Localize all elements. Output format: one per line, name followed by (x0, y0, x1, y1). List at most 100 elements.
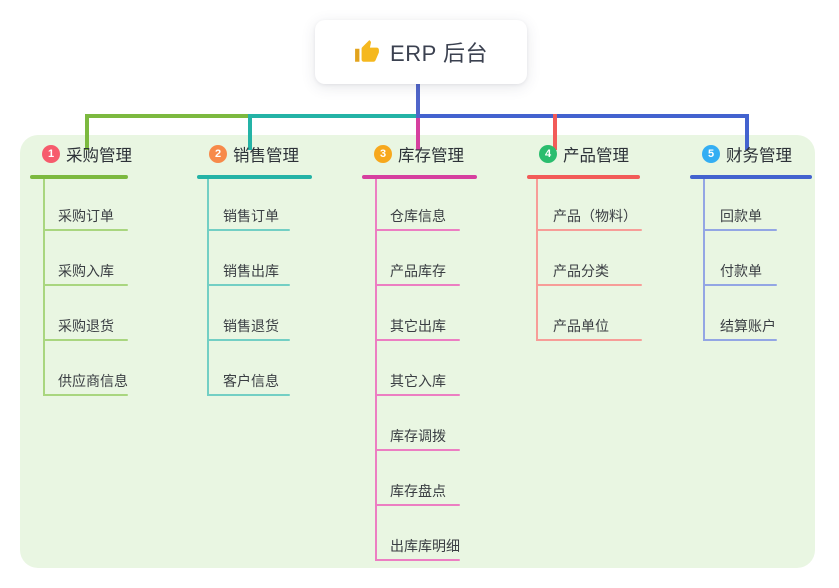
child-underline (207, 284, 290, 286)
child-label: 销售出库 (223, 263, 279, 279)
branch-underline (362, 175, 477, 179)
child-underline (375, 449, 460, 451)
child-underline (375, 284, 460, 286)
child-node[interactable]: 库存盘点 (375, 480, 460, 506)
branch-label: 销售管理 (233, 147, 299, 165)
child-underline (536, 229, 642, 231)
branch-connector-line (745, 114, 749, 150)
child-underline (375, 394, 460, 396)
branch-label: 财务管理 (726, 147, 792, 165)
child-label: 库存盘点 (390, 483, 446, 499)
child-label: 出库库明细 (390, 538, 460, 554)
connector-horizontal-line (85, 114, 252, 118)
branch-connector-line (553, 114, 557, 150)
branch-connector-line (416, 118, 420, 150)
branch-trunk-line (703, 179, 705, 341)
child-node[interactable]: 产品单位 (536, 315, 642, 341)
child-node[interactable]: 采购订单 (43, 205, 128, 231)
child-node[interactable]: 客户信息 (207, 370, 290, 396)
child-underline (375, 229, 460, 231)
child-node[interactable]: 出库库明细 (375, 535, 460, 561)
branch-number-badge: 4 (539, 145, 557, 163)
child-label: 库存调拨 (390, 428, 446, 444)
branch-connector-line (85, 114, 89, 150)
child-label: 产品库存 (390, 263, 446, 279)
root-node[interactable]: ERP 后台 (315, 20, 527, 84)
child-underline (375, 504, 460, 506)
child-label: 采购退货 (58, 318, 114, 334)
child-label: 客户信息 (223, 373, 279, 389)
child-label: 仓库信息 (390, 208, 446, 224)
child-label: 采购入库 (58, 263, 114, 279)
child-label: 产品（物料） (553, 208, 637, 224)
child-node[interactable]: 结算账户 (703, 315, 777, 341)
child-node[interactable]: 采购退货 (43, 315, 128, 341)
child-node[interactable]: 回款单 (703, 205, 777, 231)
child-node[interactable]: 产品库存 (375, 260, 460, 286)
child-label: 回款单 (720, 208, 762, 224)
branch-label: 产品管理 (563, 147, 629, 165)
branch-trunk-line (43, 179, 45, 396)
child-underline (375, 559, 460, 561)
child-node[interactable]: 销售订单 (207, 205, 290, 231)
branch-number-badge: 2 (209, 145, 227, 163)
child-underline (207, 229, 290, 231)
child-underline (703, 339, 777, 341)
child-label: 其它出库 (390, 318, 446, 334)
branch-title[interactable]: 3 库存管理 (374, 143, 464, 165)
branch-number-badge: 5 (702, 145, 720, 163)
root-title: ERP 后台 (390, 41, 488, 66)
child-label: 付款单 (720, 263, 762, 279)
child-label: 产品分类 (553, 263, 609, 279)
child-underline (703, 229, 777, 231)
branch-title[interactable]: 2 销售管理 (209, 143, 299, 165)
child-node[interactable]: 供应商信息 (43, 370, 128, 396)
child-node[interactable]: 销售退货 (207, 315, 290, 341)
child-underline (43, 284, 128, 286)
child-label: 结算账户 (720, 318, 776, 334)
branch-underline (690, 175, 812, 179)
branch-connector-line (248, 114, 252, 150)
branch-trunk-line (536, 179, 538, 341)
child-underline (43, 229, 128, 231)
child-node[interactable]: 仓库信息 (375, 205, 460, 231)
child-node[interactable]: 其它入库 (375, 370, 460, 396)
child-node[interactable]: 采购入库 (43, 260, 128, 286)
child-node[interactable]: 产品（物料） (536, 205, 642, 231)
child-label: 销售订单 (223, 208, 279, 224)
child-underline (536, 284, 642, 286)
thumbs-up-icon (354, 39, 380, 65)
branch-number-badge: 3 (374, 145, 392, 163)
branch-trunk-line (375, 179, 377, 561)
child-node[interactable]: 销售出库 (207, 260, 290, 286)
child-label: 其它入库 (390, 373, 446, 389)
child-underline (375, 339, 460, 341)
child-node[interactable]: 付款单 (703, 260, 777, 286)
child-underline (43, 339, 128, 341)
child-underline (207, 394, 290, 396)
branch-underline (527, 175, 640, 179)
branch-trunk-line (207, 179, 209, 396)
connector-horizontal-line (416, 114, 749, 118)
branch-title[interactable]: 4 产品管理 (539, 143, 629, 165)
root-connector-line (416, 84, 420, 118)
child-label: 产品单位 (553, 318, 609, 334)
child-node[interactable]: 库存调拨 (375, 425, 460, 451)
child-underline (43, 394, 128, 396)
branch-underline (30, 175, 128, 179)
connector-horizontal-line (250, 114, 420, 118)
branch-number-badge: 1 (42, 145, 60, 163)
branch-label: 库存管理 (398, 147, 464, 165)
child-node[interactable]: 其它出库 (375, 315, 460, 341)
branch-title[interactable]: 1 采购管理 (42, 143, 132, 165)
child-underline (536, 339, 642, 341)
branch-title[interactable]: 5 财务管理 (702, 143, 792, 165)
child-underline (207, 339, 290, 341)
child-underline (703, 284, 777, 286)
child-label: 销售退货 (223, 318, 279, 334)
branch-underline (197, 175, 312, 179)
branches-panel (20, 135, 815, 568)
branch-label: 采购管理 (66, 147, 132, 165)
child-node[interactable]: 产品分类 (536, 260, 642, 286)
